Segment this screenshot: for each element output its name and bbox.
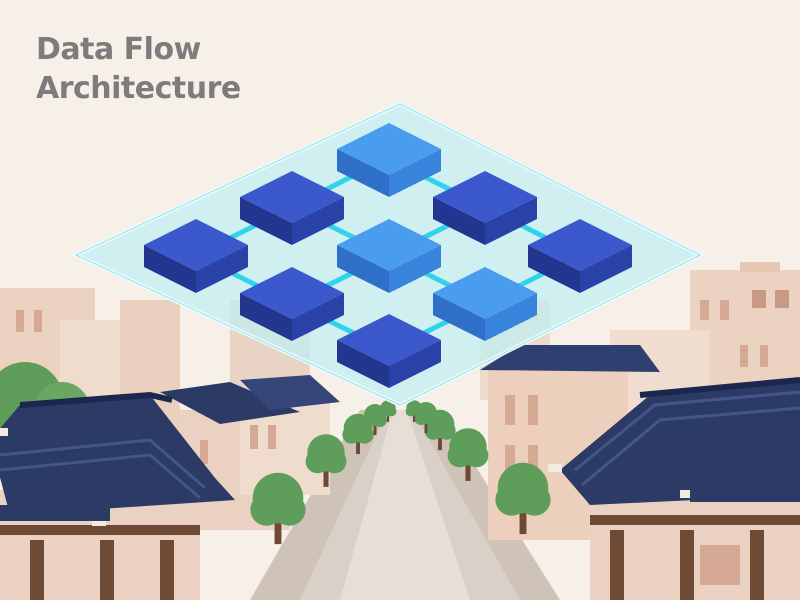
traditional-house-right bbox=[548, 377, 800, 600]
title-line-1: Data Flow bbox=[36, 32, 201, 67]
title-line-2: Architecture bbox=[36, 71, 241, 106]
page-title: Data Flow Architecture bbox=[36, 30, 336, 108]
traditional-house-left bbox=[0, 362, 235, 600]
